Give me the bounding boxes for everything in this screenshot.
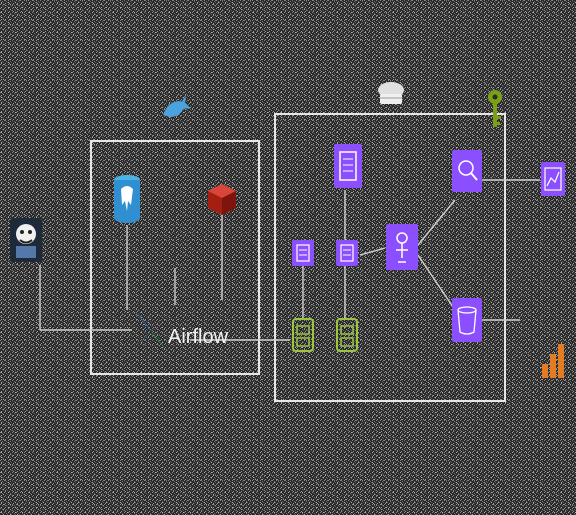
quicksight-icon xyxy=(541,162,565,196)
keys-icon xyxy=(488,90,502,127)
redis-cube-icon xyxy=(208,184,236,215)
mysql-dolphin-icon xyxy=(163,96,190,117)
crawler-icon-2 xyxy=(336,240,358,266)
redshift-icon xyxy=(542,344,564,378)
crawler-icon xyxy=(292,240,314,266)
search-analytics-icon xyxy=(452,150,482,192)
database-cylinder-icon xyxy=(114,175,140,223)
airflow-pinwheel-icon xyxy=(134,310,168,352)
orchestration-container xyxy=(90,140,260,375)
glue-job-icon-2 xyxy=(336,318,358,352)
athena-icon xyxy=(386,224,418,270)
glue-job-icon xyxy=(292,318,314,352)
aws-container xyxy=(274,113,506,402)
cloud-icon xyxy=(378,82,404,104)
airflow-wordmark: Airflow xyxy=(168,326,229,348)
catalog-icon xyxy=(334,144,362,188)
s3-bucket-icon xyxy=(452,298,482,342)
user-avatar-icon xyxy=(10,218,42,262)
